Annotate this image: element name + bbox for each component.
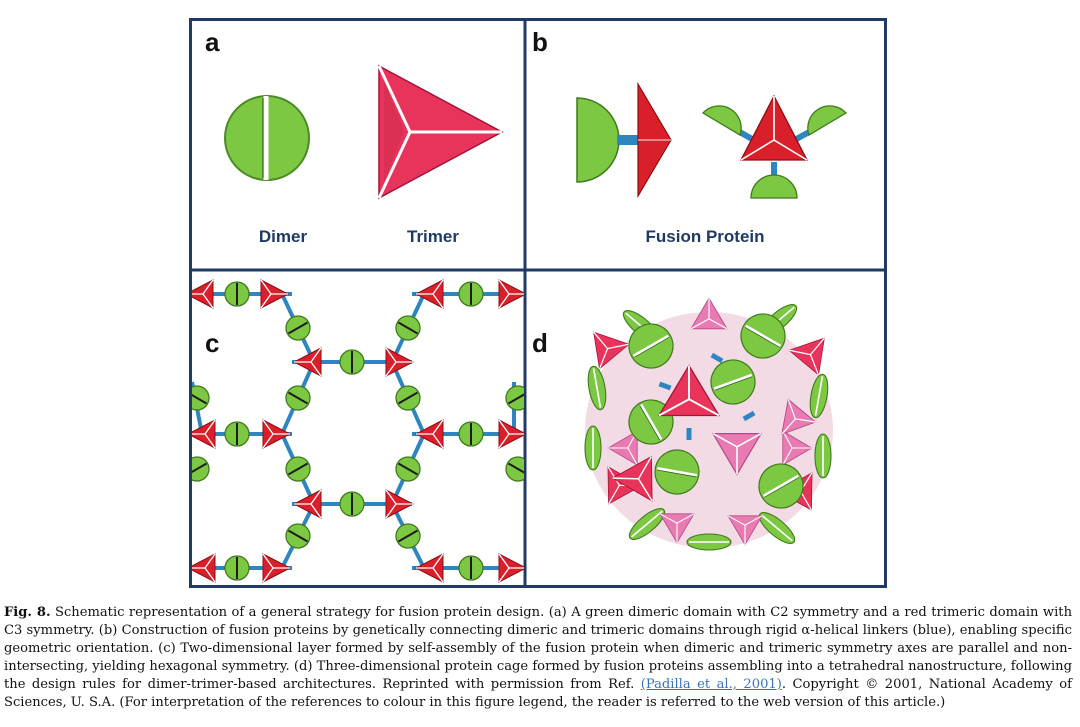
caption-text: Schematic representation of a general st… bbox=[4, 605, 1073, 692]
trimer-label: Trimer bbox=[407, 227, 459, 246]
protein-cage-icon bbox=[578, 297, 840, 551]
panel-b-letter: b bbox=[532, 27, 548, 57]
fusion-protein-linear-icon bbox=[576, 81, 672, 199]
reference-link[interactable]: (Padilla et al., 2001) bbox=[640, 677, 782, 692]
alpha-helical-linker-icon bbox=[617, 135, 639, 145]
dimer-label: Dimer bbox=[259, 227, 308, 246]
caption-text-end: . Copyright © 2001, National Academy of … bbox=[4, 677, 1073, 710]
panel-c-lattice bbox=[192, 279, 524, 583]
panel-a: a Dimer Trimer bbox=[205, 27, 504, 246]
panel-d-letter: d bbox=[532, 328, 548, 358]
green-dimer-icon bbox=[224, 95, 310, 181]
figure-label: Fig. 8. bbox=[4, 605, 51, 620]
panel-c-letter: c bbox=[205, 328, 219, 358]
fusion-protein-label: Fusion Protein bbox=[646, 227, 765, 246]
fusion-protein-trimeric-icon bbox=[701, 94, 848, 199]
panel-d: d bbox=[532, 297, 840, 551]
red-trimer-icon bbox=[377, 64, 504, 200]
figure-panels: a Dimer Trimer b bbox=[189, 18, 887, 588]
panel-b: b Fusion Protein bbox=[532, 27, 848, 246]
figure-caption: Fig. 8. Schematic representation of a ge… bbox=[4, 604, 1072, 712]
panel-a-letter: a bbox=[205, 27, 220, 57]
